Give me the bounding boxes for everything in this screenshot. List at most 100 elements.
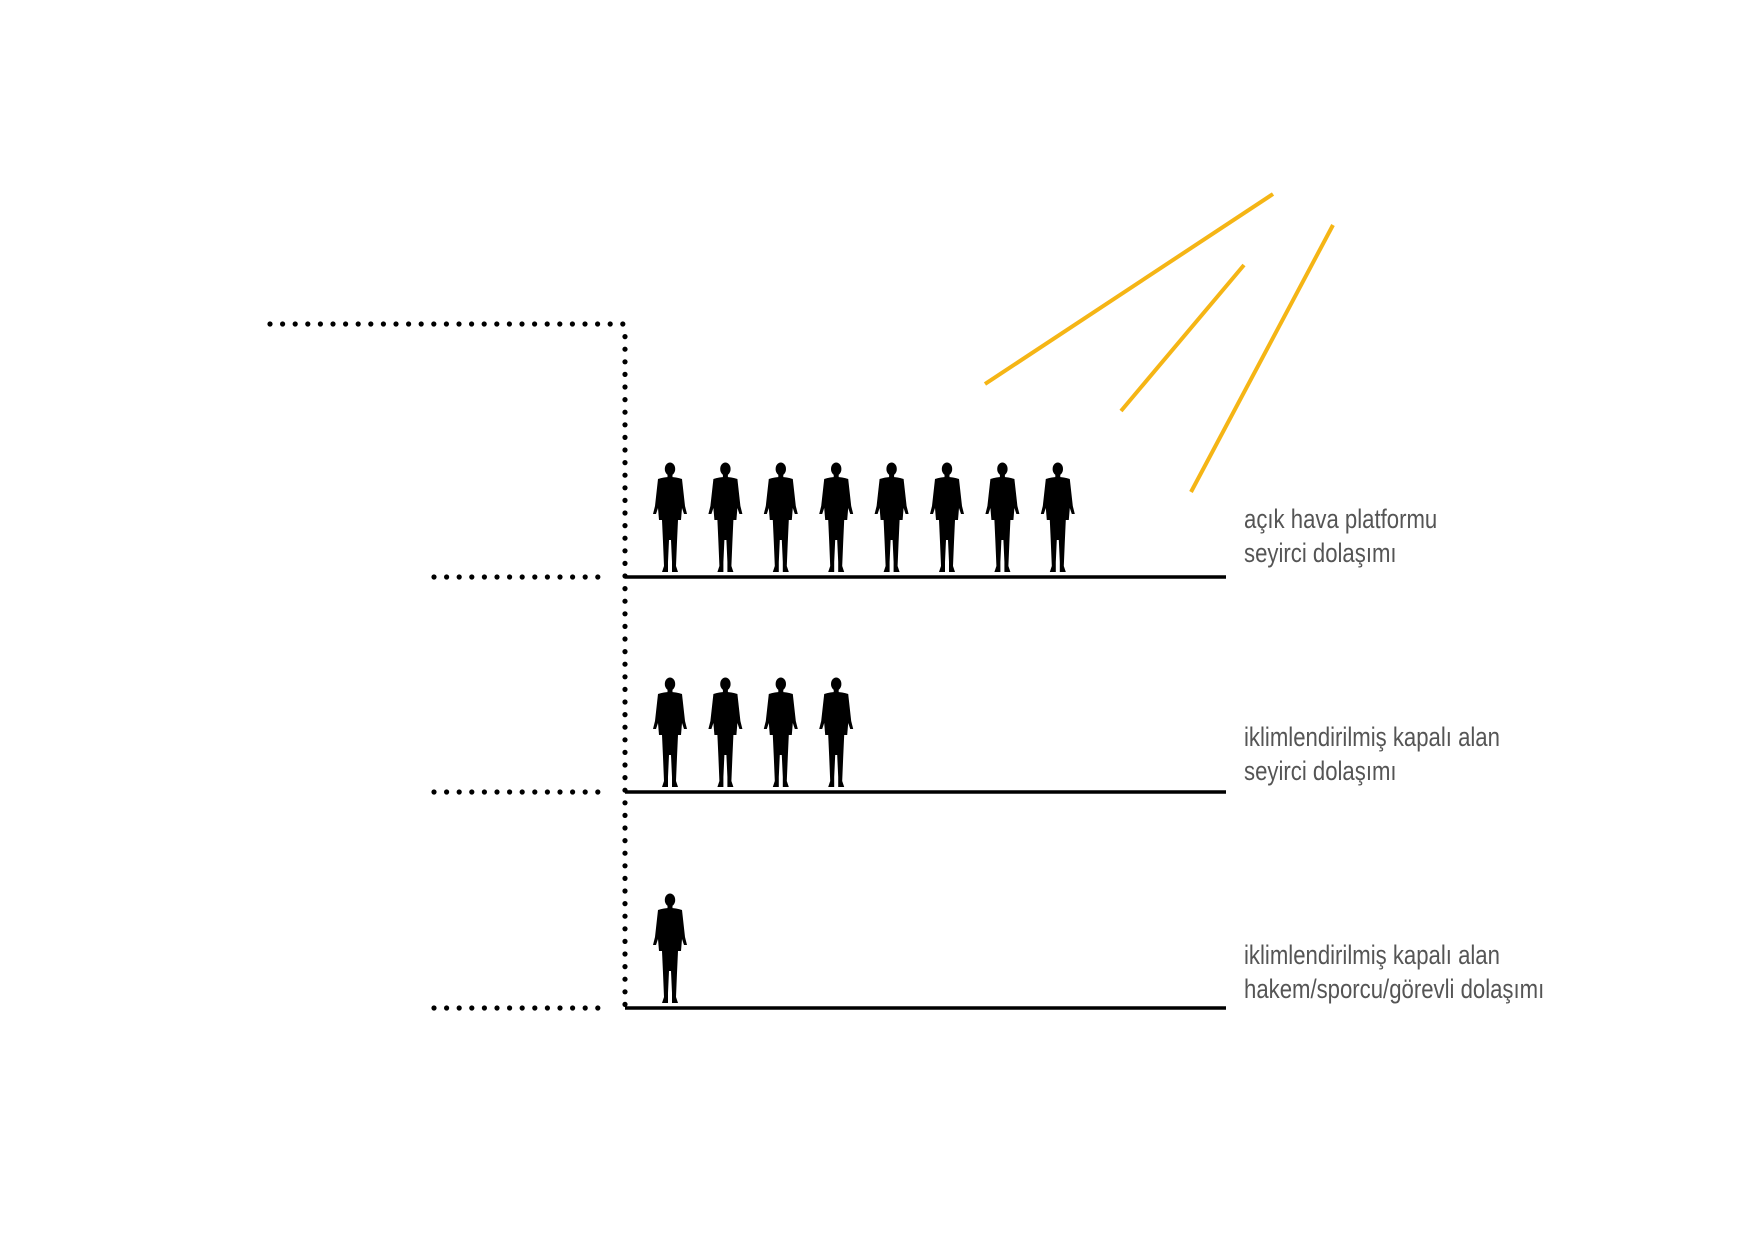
- dot: [622, 976, 628, 982]
- dot: [355, 321, 361, 327]
- dot: [519, 789, 525, 795]
- dot: [532, 1005, 538, 1011]
- dot: [622, 523, 628, 529]
- dot: [622, 359, 628, 365]
- dot: [622, 422, 628, 428]
- dot: [317, 321, 323, 327]
- sun-ray: [1119, 263, 1246, 413]
- dot: [622, 384, 628, 390]
- dot: [622, 649, 628, 655]
- dot: [469, 574, 475, 580]
- dot: [622, 775, 628, 781]
- dot: [418, 321, 424, 327]
- person-icon: [763, 462, 798, 572]
- dot: [431, 321, 437, 327]
- dot: [431, 574, 437, 580]
- person-icon: [985, 462, 1020, 572]
- dot: [519, 1005, 525, 1011]
- person-icon: [819, 462, 854, 572]
- dot: [622, 762, 628, 768]
- sun-rays-icon: [983, 192, 1335, 493]
- dot: [456, 574, 462, 580]
- dot: [569, 321, 576, 327]
- dot: [582, 1005, 588, 1011]
- sun-ray: [983, 192, 1275, 386]
- dot: [622, 913, 628, 919]
- dot: [507, 1005, 513, 1011]
- level-label-line2: hakem/sporcu/görevli dolaşımı: [1244, 974, 1545, 1004]
- person-icon: [653, 462, 687, 572]
- dot: [622, 875, 628, 882]
- dot: [469, 789, 475, 795]
- level-label-line2: seyirci dolaşımı: [1244, 756, 1397, 786]
- dot: [469, 1005, 475, 1011]
- dot: [622, 749, 628, 756]
- dot: [431, 789, 437, 795]
- dot: [557, 789, 563, 795]
- dot: [406, 321, 412, 327]
- dotted-outline: [267, 321, 628, 1011]
- dot: [622, 460, 628, 466]
- dot: [456, 789, 462, 795]
- dot: [622, 510, 628, 516]
- dot: [622, 397, 628, 403]
- dot: [622, 812, 628, 819]
- dot: [595, 321, 601, 327]
- dot: [622, 497, 628, 503]
- level-label-indoor-spectator: iklimlendirilmiş kapalı alan seyirci dol…: [1244, 720, 1500, 788]
- dot: [622, 699, 628, 705]
- dot: [622, 371, 628, 377]
- dot: [507, 789, 513, 795]
- dot: [494, 321, 500, 327]
- dot: [393, 321, 399, 327]
- dot: [622, 888, 628, 894]
- dot: [582, 321, 588, 327]
- dot: [622, 447, 628, 453]
- dot: [380, 321, 386, 327]
- dot: [622, 724, 628, 730]
- dot: [506, 321, 512, 327]
- dot: [557, 1005, 563, 1011]
- dot: [620, 321, 626, 327]
- dot: [622, 964, 628, 970]
- dot: [622, 636, 628, 642]
- dot: [622, 434, 628, 440]
- level-label-open-platform: açık hava platformu seyirci dolaşımı: [1244, 502, 1437, 570]
- dot: [544, 574, 551, 580]
- dot: [622, 409, 628, 415]
- dot: [494, 1005, 500, 1011]
- person-icon: [653, 893, 687, 1003]
- dot: [622, 686, 628, 693]
- dot: [622, 926, 628, 932]
- dot: [494, 574, 500, 580]
- person-icon: [763, 677, 798, 787]
- dot: [280, 321, 286, 327]
- dot: [570, 574, 576, 580]
- dot: [557, 574, 563, 580]
- dot: [595, 1005, 601, 1011]
- person-icon: [930, 462, 964, 572]
- dot: [456, 1005, 462, 1011]
- person-icon: [1040, 462, 1075, 572]
- dot: [481, 789, 487, 795]
- dot: [622, 901, 628, 907]
- dot: [570, 789, 576, 795]
- dot: [532, 789, 538, 795]
- dot: [519, 321, 525, 327]
- dot: [622, 586, 628, 592]
- dot: [343, 321, 349, 327]
- dot: [305, 321, 311, 327]
- dot: [622, 472, 628, 478]
- dot: [622, 712, 628, 718]
- dot: [622, 560, 628, 567]
- dot: [443, 321, 449, 327]
- dot: [481, 1005, 487, 1011]
- dot: [532, 321, 538, 327]
- dot: [481, 321, 487, 327]
- dot: [622, 863, 628, 869]
- dot: [481, 574, 487, 580]
- dot: [622, 611, 628, 617]
- dot: [622, 850, 628, 856]
- person-icon: [653, 677, 687, 787]
- dot: [570, 1005, 576, 1011]
